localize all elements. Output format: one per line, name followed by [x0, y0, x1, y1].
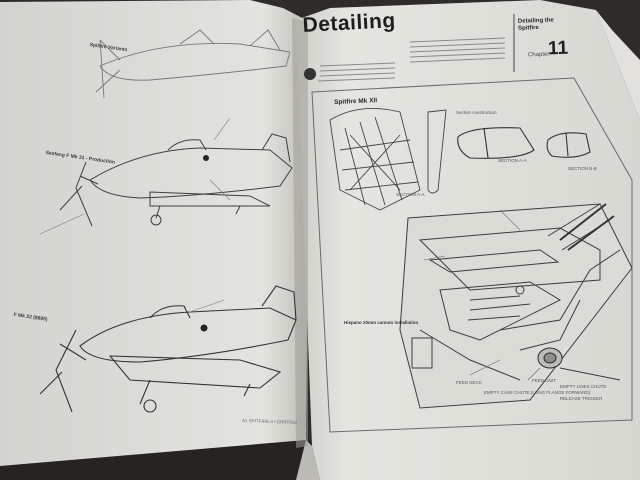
chapter-label: Detailing the Spitfire [517, 17, 554, 32]
chapter-title: Detailing [302, 9, 397, 37]
callout-release-trigger: RELEASE TRIGGER [560, 396, 603, 401]
callout-feed-unit: FEED UNIT [532, 378, 556, 383]
callout-section-aa2: SECTION A-A [396, 192, 425, 197]
callout-sections: Section construction [456, 110, 497, 115]
callout-empty-case-chute: EMPTY CASE CHUTE (LONG FLANGE FORWARD) [484, 390, 591, 395]
dropcap [304, 68, 316, 80]
callout-feed-neck: FEED NECK [456, 380, 482, 385]
chapter-number: 11 [547, 37, 569, 60]
left-page [0, 0, 310, 466]
chapter-word: Chapter [527, 51, 550, 59]
callout-cannon: Hispano 20mm cannon installation [344, 320, 419, 325]
callout-empty-links: EMPTY LINKS CHUTE [560, 384, 607, 389]
callout-section-ab: SECTION A-A [498, 158, 527, 163]
callout-section-bb: SECTION B-B [568, 166, 597, 171]
